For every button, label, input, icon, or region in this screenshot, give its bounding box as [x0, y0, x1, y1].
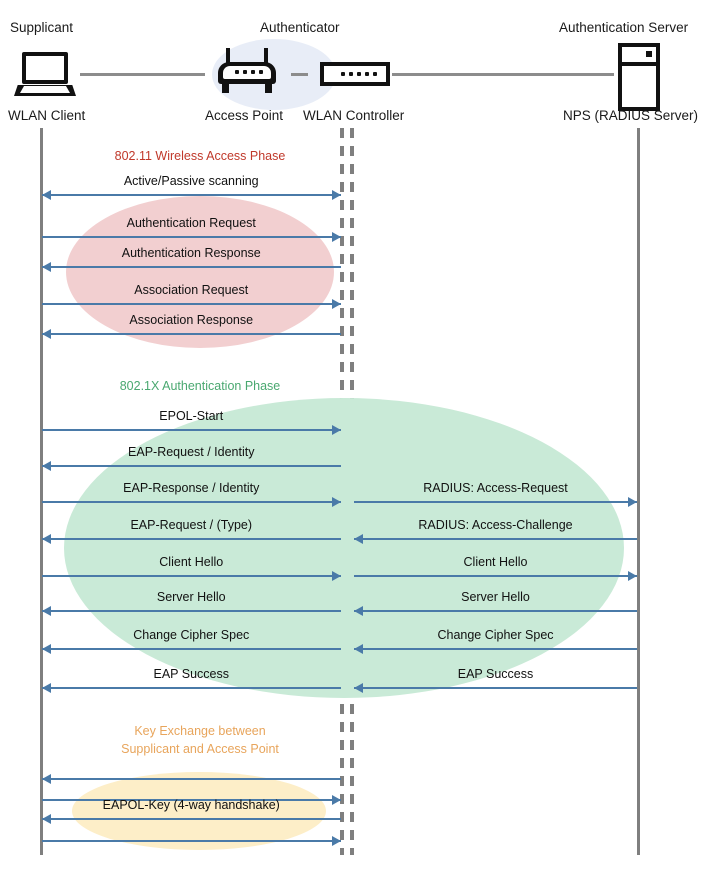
message-label: EPOL-Start — [159, 409, 224, 423]
phase-title-key-exchange-line2: Supplicant and Access Point — [121, 742, 279, 756]
arrowhead-right-icon — [332, 232, 341, 242]
message-line — [41, 575, 341, 577]
message-line — [41, 818, 341, 820]
message-label: RADIUS: Access-Request — [423, 481, 568, 495]
arrowhead-left-icon — [354, 644, 363, 654]
message-line — [354, 610, 637, 612]
message-label: EAP-Request / Identity — [128, 445, 255, 459]
message-label: EAP Success — [457, 667, 534, 681]
message-line — [41, 778, 341, 780]
message-line — [41, 687, 341, 689]
message-label: EAP-Response / Identity — [123, 481, 260, 495]
lifeline-auth-server — [637, 128, 640, 855]
message-line — [41, 799, 341, 801]
message-label: Authentication Response — [121, 246, 261, 260]
arrowhead-left-icon — [354, 606, 363, 616]
message-label: EAP Success — [153, 667, 229, 681]
device-label-wlan-controller: WLAN Controller — [303, 108, 405, 123]
wlan-controller-icon — [320, 62, 390, 86]
arrowhead-left-icon — [41, 190, 51, 200]
message-label: Server Hello — [156, 590, 226, 604]
message-label: Change Cipher Spec — [437, 628, 554, 642]
arrowhead-left-icon — [41, 644, 51, 654]
arrowhead-right-icon — [332, 425, 341, 435]
phase-title-key-exchange-line1: Key Exchange between — [134, 724, 266, 738]
lifeline-supplicant — [40, 128, 43, 855]
arrowhead-right-icon — [628, 571, 637, 581]
message-line — [41, 610, 341, 612]
access-point-icon — [218, 48, 276, 94]
message-line — [41, 538, 341, 540]
arrowhead-left-icon — [41, 262, 51, 272]
device-label-wlan-client: WLAN Client — [8, 108, 86, 123]
role-auth-server-label: Authentication Server — [559, 20, 689, 35]
message-line — [41, 303, 341, 305]
message-label: Authentication Request — [126, 216, 256, 230]
arrowhead-left-icon — [41, 774, 51, 784]
message-label: EAP-Request / (Type) — [130, 518, 253, 532]
message-line — [41, 648, 341, 650]
message-line — [41, 333, 341, 335]
message-label: Change Cipher Spec — [133, 628, 250, 642]
message-label: Client Hello — [463, 555, 528, 569]
arrowhead-left-icon — [41, 814, 51, 824]
message-label: Server Hello — [461, 590, 530, 604]
message-line — [354, 687, 637, 689]
phase-blob-wireless-access — [66, 196, 334, 348]
message-line — [41, 429, 341, 431]
message-line — [41, 840, 341, 842]
message-line — [41, 194, 341, 196]
message-line — [41, 236, 341, 238]
message-label: Client Hello — [159, 555, 224, 569]
arrowhead-left-icon — [354, 683, 363, 693]
device-label-access-point: Access Point — [205, 108, 284, 123]
arrowhead-right-icon — [332, 299, 341, 309]
laptop-icon — [14, 52, 76, 98]
message-line — [354, 648, 637, 650]
arrowhead-left-icon — [41, 606, 51, 616]
message-label: RADIUS: Access-Challenge — [418, 518, 573, 532]
arrowhead-left-icon — [41, 329, 51, 339]
arrowhead-left-icon — [41, 683, 51, 693]
phase-blob-key-exchange — [72, 772, 326, 850]
server-icon — [618, 43, 660, 111]
role-authenticator-label: Authenticator — [260, 20, 340, 35]
device-label-nps-radius-server: NPS (RADIUS Server) — [563, 108, 699, 123]
message-line — [354, 538, 637, 540]
phase-title-dot1x: 802.1X Authentication Phase — [119, 379, 281, 393]
arrowhead-right-icon — [628, 497, 637, 507]
arrowhead-left-icon — [354, 534, 363, 544]
arrowhead-right-icon — [332, 795, 341, 805]
message-label: Active/Passive scanning — [123, 174, 259, 188]
message-line — [41, 501, 341, 503]
arrowhead-right-icon — [332, 497, 341, 507]
message-label: Association Request — [134, 283, 249, 297]
wire-ap-to-controller — [291, 73, 308, 76]
message-label: EAPOL-Key (4-way handshake) — [102, 798, 280, 812]
role-supplicant-label: Supplicant — [10, 20, 74, 35]
arrowhead-right-icon — [332, 190, 341, 200]
message-line — [354, 575, 637, 577]
arrowhead-left-icon — [41, 534, 51, 544]
wire-client-to-ap — [80, 73, 205, 76]
message-line — [41, 465, 341, 467]
message-line — [41, 266, 341, 268]
arrowhead-left-icon — [41, 461, 51, 471]
wire-controller-to-server — [392, 73, 614, 76]
arrowhead-right-icon — [332, 836, 341, 846]
phase-blob-dot1x — [64, 398, 624, 698]
phase-title-wireless-access: 802.11 Wireless Access Phase — [114, 149, 286, 163]
message-label: Association Response — [129, 313, 254, 327]
arrowhead-right-icon — [332, 571, 341, 581]
message-line — [354, 501, 637, 503]
